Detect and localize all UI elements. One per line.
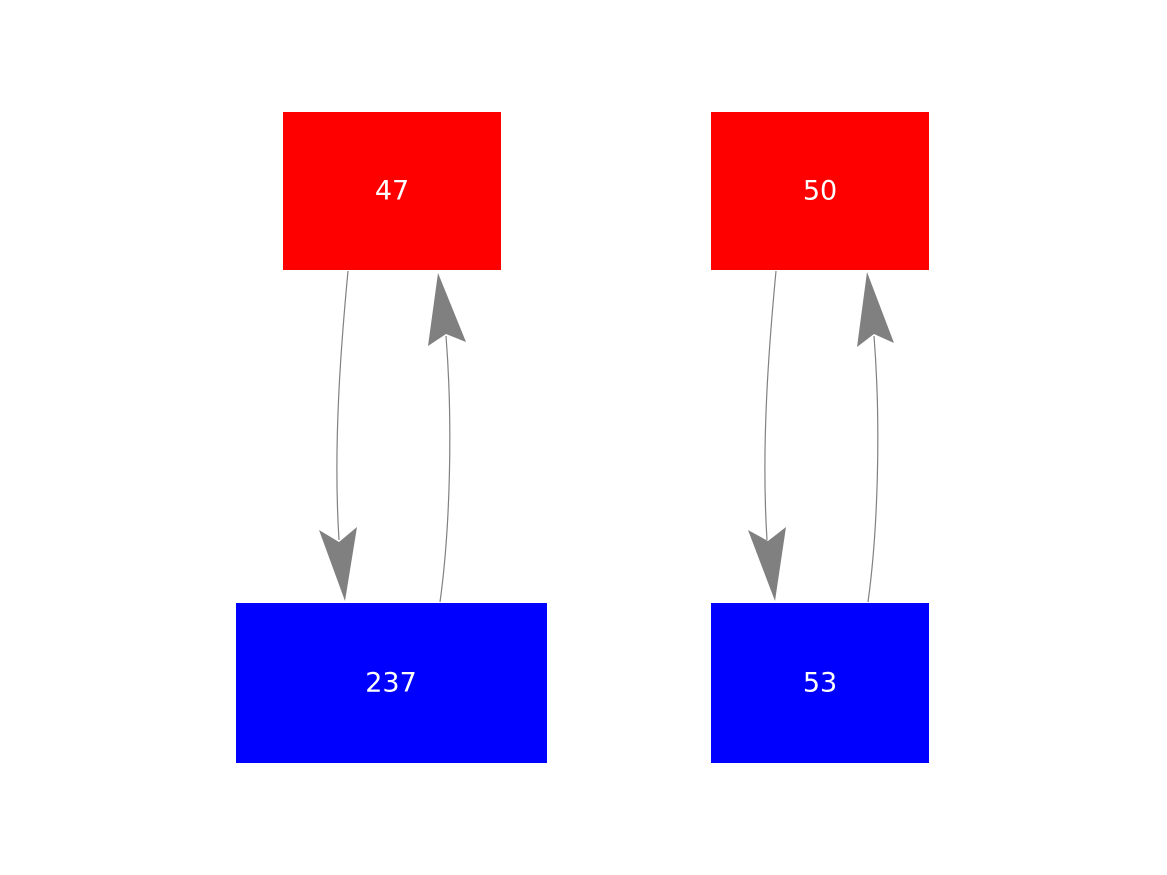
down-arrowhead-icon bbox=[319, 527, 357, 601]
edge-line bbox=[867, 335, 879, 603]
edge-bottomright-to-topright bbox=[857, 272, 894, 603]
edge-bottomleft-to-topleft bbox=[428, 273, 466, 603]
node-rect bbox=[711, 603, 929, 763]
node-rect bbox=[283, 112, 501, 270]
node-top-right: 50 bbox=[711, 112, 929, 270]
node-rect bbox=[711, 112, 929, 270]
node-rect bbox=[236, 603, 547, 763]
edge-line bbox=[439, 335, 451, 603]
edge-line bbox=[336, 270, 349, 541]
up-arrowhead-icon bbox=[857, 272, 894, 347]
down-arrowhead-icon bbox=[748, 527, 786, 601]
node-bottom-left: 237 bbox=[236, 603, 547, 763]
edge-line bbox=[764, 270, 777, 541]
node-bottom-right: 53 bbox=[711, 603, 929, 763]
edge-topleft-to-bottomleft bbox=[319, 270, 357, 601]
node-top-left: 47 bbox=[283, 112, 501, 270]
edge-topright-to-bottomright bbox=[748, 270, 786, 601]
node-label: 237 bbox=[365, 668, 417, 699]
up-arrowhead-icon bbox=[428, 273, 466, 346]
node-label: 53 bbox=[803, 668, 837, 699]
node-label: 47 bbox=[375, 176, 409, 207]
node-label: 50 bbox=[803, 176, 837, 207]
